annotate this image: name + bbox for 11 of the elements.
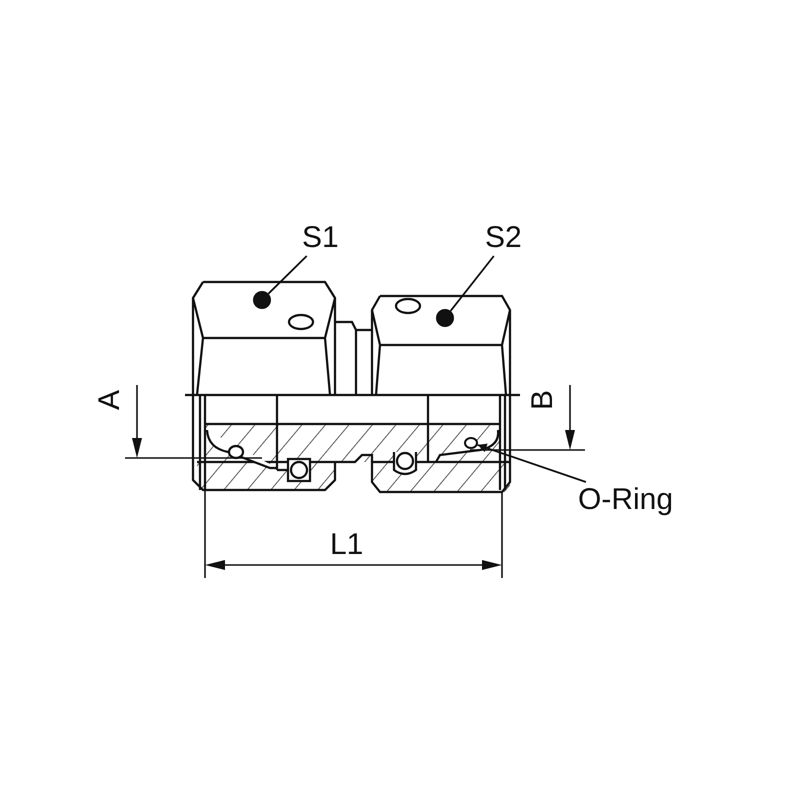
dimension-label: L1: [330, 528, 364, 562]
callout-text: S2: [485, 220, 531, 256]
dimension-label: A: [93, 390, 127, 410]
callout-text: S1: [302, 220, 348, 256]
marker-dot: [253, 291, 271, 309]
callout-text: O-Ring: [578, 482, 700, 518]
leader-line: [477, 444, 586, 483]
marker-dot: [436, 309, 454, 327]
leader-line: [450, 255, 495, 312]
dimension-label: B: [526, 390, 560, 410]
leader-line: [268, 255, 308, 294]
